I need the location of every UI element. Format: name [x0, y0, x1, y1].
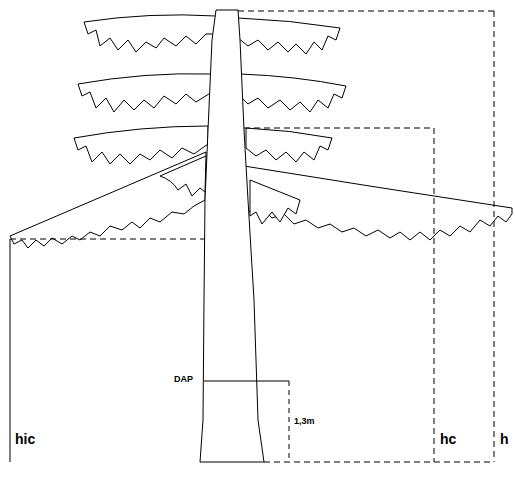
trunk	[200, 10, 264, 462]
lower-left-branch	[10, 152, 206, 248]
branch-tier	[74, 126, 208, 164]
dap-dashed-line	[289, 381, 290, 462]
height-dimension: 1,3m	[294, 417, 315, 426]
dap-label: DAP	[174, 375, 193, 384]
dap-line	[204, 381, 289, 382]
small-branch	[160, 156, 206, 196]
small-branch	[250, 180, 300, 224]
hic-label: hic	[15, 432, 35, 446]
branch-tier	[238, 18, 340, 54]
ground-dashed-line	[264, 462, 494, 463]
branch-tier	[78, 74, 212, 112]
branch-tier	[240, 74, 346, 112]
height-dashed-line	[238, 11, 494, 12]
h-label: h	[500, 432, 509, 446]
height-dashed-line	[494, 11, 495, 462]
hc-label: hc	[440, 432, 456, 446]
lower-right-branch	[244, 166, 512, 240]
hic-line	[10, 239, 11, 462]
branch-tier	[84, 15, 216, 52]
hc-dashed-line	[244, 128, 434, 462]
hic-dashed-line	[10, 239, 205, 240]
branch-tier	[246, 128, 332, 162]
